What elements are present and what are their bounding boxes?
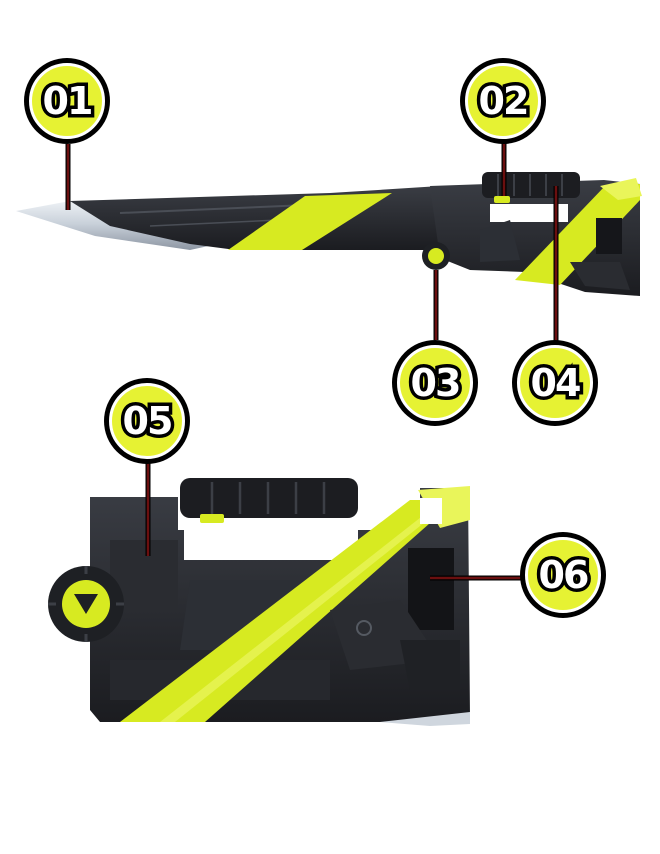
card-slot — [408, 548, 454, 630]
blade-stripe — [228, 193, 392, 250]
callout-06: 06 — [520, 532, 606, 618]
frame-stripe — [515, 184, 640, 285]
blade-weapon — [16, 172, 642, 296]
holder-stripe — [120, 500, 456, 722]
callout-02: 02 — [460, 58, 546, 144]
holder-device — [48, 478, 470, 726]
holder-fin — [418, 486, 470, 528]
callout-04: 04 — [512, 340, 598, 426]
callout-label: 03 — [407, 361, 465, 406]
callout-label: 06 — [535, 553, 593, 598]
frame-fin — [600, 178, 642, 200]
callout-label: 05 — [119, 399, 177, 444]
trigger — [494, 196, 510, 203]
callout-03: 03 — [392, 340, 478, 426]
callout-label: 02 — [475, 79, 533, 124]
callout-01: 01 — [24, 58, 110, 144]
callout-05: 05 — [104, 378, 190, 464]
callout-label: 04 — [527, 361, 585, 406]
callout-label: 01 — [39, 79, 97, 124]
